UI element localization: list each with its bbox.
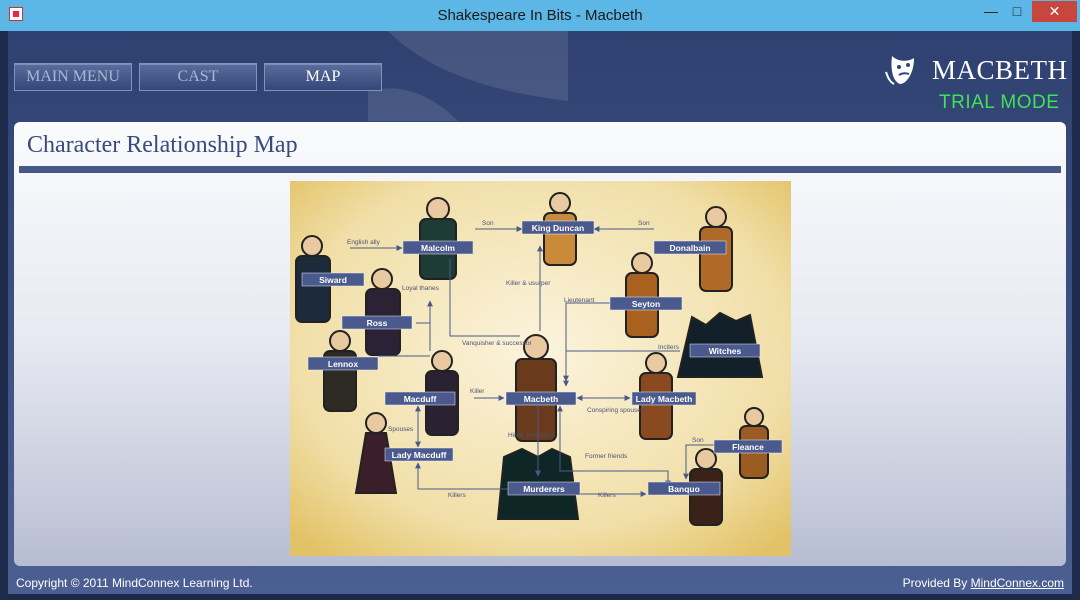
window-title: Shakespeare In Bits - Macbeth <box>437 7 643 24</box>
app-frame: MAIN MENU CAST MAP MACBETH TRIAL MODE Ch… <box>8 31 1072 594</box>
character-label-seyton[interactable]: Seyton <box>609 296 683 311</box>
character-label-banquo[interactable]: Banquo <box>647 481 721 496</box>
relationship-map[interactable]: Son Son English ally Loyal thanes Killer… <box>290 181 791 556</box>
character-label-lennox[interactable]: Lennox <box>307 356 379 371</box>
theatre-mask-icon <box>885 56 914 85</box>
character-label-donalbain[interactable]: Donalbain <box>653 240 727 255</box>
svg-text:Seyton: Seyton <box>632 299 660 309</box>
character-label-king-duncan[interactable]: King Duncan <box>521 220 595 235</box>
close-icon[interactable]: ✕ <box>1032 1 1077 22</box>
character-label-witches[interactable]: Witches <box>689 343 761 358</box>
copyright-text: Copyright © 2011 MindConnex Learning Ltd… <box>16 576 253 590</box>
svg-text:Lady Macduff: Lady Macduff <box>392 450 447 460</box>
relation-label: Loyal thanes <box>402 285 440 292</box>
relation-label: Killer <box>470 388 485 395</box>
relation-label: Son <box>482 220 494 227</box>
character-label-lady-macduff[interactable]: Lady Macduff <box>384 447 454 462</box>
relation-label: Inciters <box>658 344 680 351</box>
trial-mode-label: TRIAL MODE <box>939 92 1060 113</box>
svg-text:Lady Macbeth: Lady Macbeth <box>636 394 693 404</box>
svg-text:Siward: Siward <box>319 275 347 285</box>
content-panel: Character Relationship Map <box>14 122 1066 566</box>
character-label-malcolm[interactable]: Malcolm <box>402 240 474 255</box>
relation-label: Vanquisher & successor <box>462 340 532 347</box>
relation-label: English ally <box>347 239 381 246</box>
relationship-map-svg: Son Son English ally Loyal thanes Killer… <box>290 181 791 556</box>
relation-label: Conspiring spouses <box>587 407 645 414</box>
character-label-macbeth[interactable]: Macbeth <box>505 391 577 406</box>
character-label-murderers[interactable]: Murderers <box>507 481 581 496</box>
character-label-fleance[interactable]: Fleance <box>713 439 783 454</box>
main-menu-button[interactable]: MAIN MENU <box>14 63 132 91</box>
minimize-icon[interactable]: — <box>984 3 998 19</box>
relation-label: Son <box>638 220 650 227</box>
relation-label: Son <box>692 437 704 444</box>
page-title: Character Relationship Map <box>27 132 298 158</box>
relation-label: Spouses <box>388 426 414 433</box>
map-button[interactable]: MAP <box>264 63 382 91</box>
line-witches-macbeth <box>563 350 680 387</box>
provider-link[interactable]: MindConnex.com <box>970 576 1064 590</box>
relation-label: Lieutenant <box>564 297 595 304</box>
title-divider <box>19 166 1061 173</box>
svg-text:Ross: Ross <box>367 318 388 328</box>
figure-siward <box>295 235 331 323</box>
svg-text:Murderers: Murderers <box>523 484 565 494</box>
svg-text:Donalbain: Donalbain <box>669 243 710 253</box>
provider-credit: Provided By MindConnex.com <box>903 576 1064 590</box>
app-icon <box>9 7 23 21</box>
svg-text:Macduff: Macduff <box>404 394 437 404</box>
cast-button[interactable]: CAST <box>139 63 257 91</box>
relation-label: Killers <box>448 492 466 499</box>
relation-label: Former friends <box>585 453 628 460</box>
line-murderers-ladymacduff <box>415 462 508 490</box>
character-label-macduff[interactable]: Macduff <box>384 391 456 406</box>
svg-text:Banquo: Banquo <box>668 484 700 494</box>
relation-label: Killers <box>598 492 616 499</box>
svg-text:Witches: Witches <box>709 346 742 356</box>
relation-label: Killer & usurper <box>506 280 551 287</box>
background-ornament <box>368 31 568 121</box>
character-label-lady-macbeth[interactable]: Lady Macbeth <box>631 391 697 406</box>
svg-text:Lennox: Lennox <box>328 359 358 369</box>
relation-labels: Son Son English ally Loyal thanes Killer… <box>347 220 704 499</box>
svg-text:King Duncan: King Duncan <box>532 223 584 233</box>
character-label-siward[interactable]: Siward <box>301 272 365 287</box>
character-label-ross[interactable]: Ross <box>341 315 413 330</box>
line-macbeth-banquo <box>557 405 671 487</box>
maximize-icon[interactable]: □ <box>1012 3 1022 19</box>
svg-text:Fleance: Fleance <box>732 442 764 452</box>
character-labels: King Duncan Malcolm Donalbain Siward Sey… <box>301 220 783 496</box>
svg-text:Macbeth: Macbeth <box>524 394 558 404</box>
relation-label: Hired assassins <box>508 432 555 439</box>
provided-by-label: Provided By <box>902 576 968 590</box>
app-logo-title: MACBETH <box>932 55 1068 85</box>
svg-text:Malcolm: Malcolm <box>421 243 455 253</box>
title-bar: Shakespeare In Bits - Macbeth — □ ✕ <box>0 0 1080 31</box>
line-vanquisher <box>449 259 520 337</box>
